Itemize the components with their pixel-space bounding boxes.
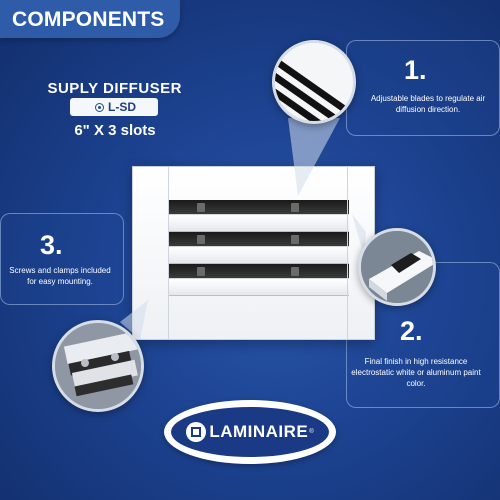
diffuser-product-image xyxy=(132,166,375,340)
header-banner: COMPONENTS xyxy=(0,0,180,38)
laminaire-logo: LAMINAIRE ® xyxy=(164,400,336,464)
clamp-icon xyxy=(197,267,205,276)
model-code: L-SD xyxy=(108,100,136,114)
callout-text-2: Final finish in high resistance electros… xyxy=(351,357,481,388)
diffuser-blade xyxy=(169,246,349,264)
screws-detail-magnifier xyxy=(52,320,144,412)
callout-number-1: 1. xyxy=(404,55,427,85)
size-label: 6" X 3 slots xyxy=(74,122,156,139)
clamp-icon xyxy=(291,203,299,212)
callout-card-3 xyxy=(0,213,124,305)
callout-text-3: Screws and clamps included for easy moun… xyxy=(9,266,111,286)
diffuser-slot xyxy=(169,264,349,278)
diffuser-blade xyxy=(169,278,349,296)
clamp-icon xyxy=(291,267,299,276)
clamp-icon xyxy=(291,235,299,244)
logo-registered-mark: ® xyxy=(309,429,314,435)
target-icon xyxy=(95,102,104,112)
callout-number-3: 3. xyxy=(40,230,63,260)
clamp-icon xyxy=(197,235,205,244)
diffuser-slot xyxy=(169,200,349,214)
callout-text-1: Adjustable blades to regulate air diffus… xyxy=(370,94,486,114)
finish-detail-magnifier xyxy=(358,228,436,306)
callout-number-2: 2. xyxy=(400,316,423,346)
blade-detail-magnifier xyxy=(272,40,356,124)
callout-card-1 xyxy=(346,40,500,136)
clamp-icon xyxy=(197,203,205,212)
product-title: SUPLY DIFFUSER xyxy=(47,80,182,97)
logo-text: LAMINAIRE xyxy=(209,422,309,441)
model-badge: L-SD xyxy=(70,98,158,116)
laminaire-logo-icon xyxy=(186,422,207,442)
diffuser-blade xyxy=(169,214,349,232)
diffuser-slot xyxy=(169,232,349,246)
page-title: COMPONENTS xyxy=(12,8,165,31)
